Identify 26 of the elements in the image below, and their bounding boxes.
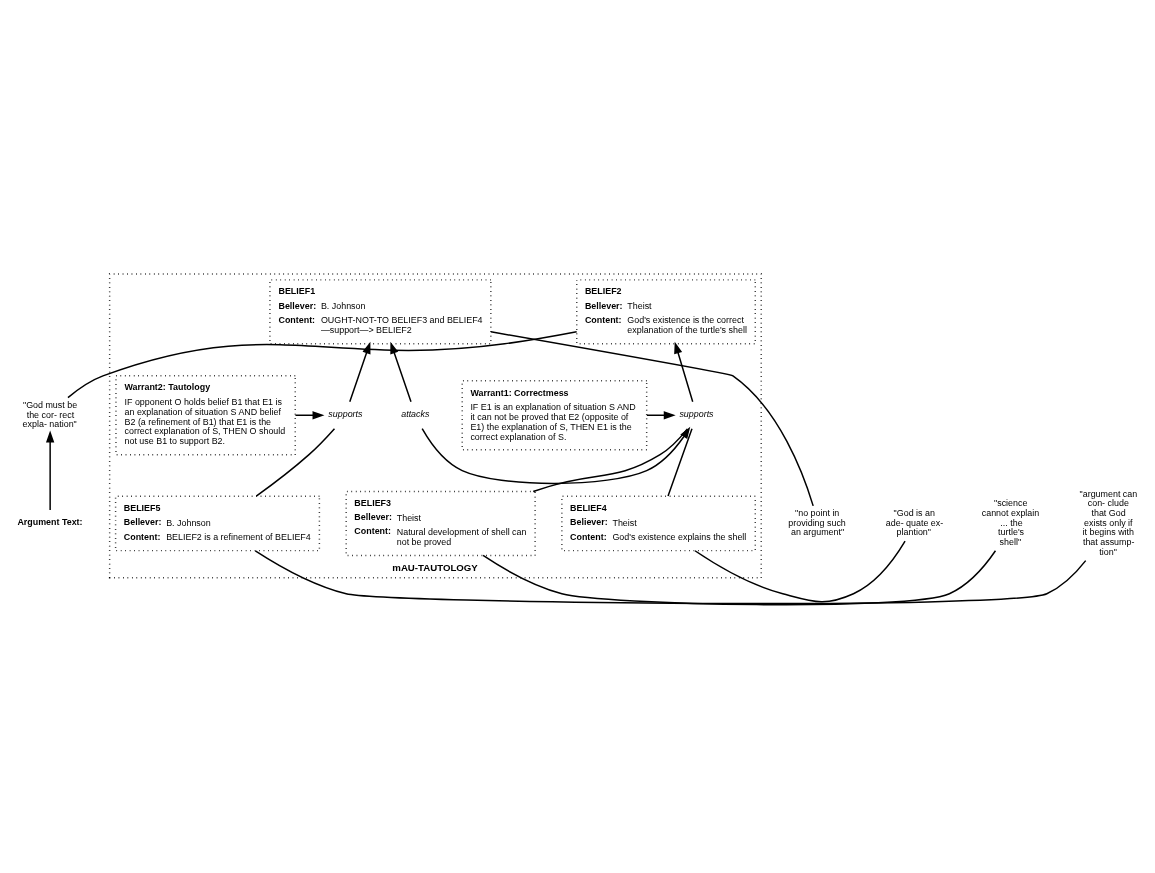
node-box: Warrant2: Tautology IF opponent O holds belief B1 that E1 is an explanation of situation S AND belief B2 (a refinement of B1) that E1 is the correct explanation of S, THEN O should not use B1 to support B2. [115, 375, 296, 456]
node-box: BELIEF5 Bellever: B. Johnson Content: BELIEF2 is a refinement of BELIEF4 [114, 495, 321, 552]
arrow [674, 341, 694, 403]
arrow [390, 341, 412, 403]
node-text: "science cannot explain ... the turtle's shell" [981, 498, 1040, 548]
arrow [349, 341, 371, 403]
arrow [45, 430, 55, 511]
connector [694, 540, 906, 603]
node-text: "no point in providing such an argument" [788, 508, 846, 538]
node-text: supports [328, 408, 363, 419]
node-text: "argument can con- clude that God exists only if it begins with that assump- tion" [1079, 488, 1138, 557]
node-box: BELIEF2 Bellever: Theist Content: God's existence is the correct explanation of the turtle's shell [576, 279, 756, 345]
node-text: "God is an ade- quate ex- plantion" [885, 508, 944, 538]
node-text: attacks [401, 408, 430, 419]
node-text: Argument Text: [17, 517, 83, 528]
connector [67, 331, 578, 399]
connector [482, 550, 997, 606]
node-text: "God must be the cor- rect expla- nation" [22, 399, 78, 430]
node-box: BELIEF3 Bellever: Theist Content: Natural development of shell can not be proved [345, 490, 536, 557]
node-box: BELIEF1 Bellever: B. Johnson Content: OUGHT-NOT-TO BELIEF3 and BELIEF4 —support—> BELIEF2 [269, 279, 492, 345]
connector [254, 550, 1087, 605]
connector [490, 331, 814, 507]
node-box: BELIEF4 Believer: Theist Content: God's existence explains the shell [561, 495, 756, 552]
connector [255, 428, 336, 497]
node-box: Warrant1: Correctmess IF E1 is an explanation of situation S AND it can not be proved that E2 (opposite of E1) the explanation of S, THEN E1 is the correct explanation of S. [461, 379, 648, 451]
node-text: supports [679, 408, 714, 419]
